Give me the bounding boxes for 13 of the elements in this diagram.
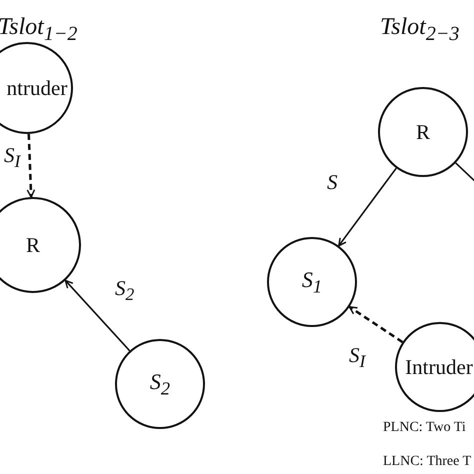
node-label: ntruder bbox=[6, 76, 68, 100]
note-text: LLNC: Three T bbox=[383, 454, 472, 470]
note-text: PLNC: Two Ti bbox=[383, 420, 466, 436]
node-label: R bbox=[26, 232, 40, 258]
arrow bbox=[64, 280, 130, 352]
arrow bbox=[338, 168, 397, 247]
time-slot-title: Tslot$_{2−3}$ bbox=[380, 14, 460, 46]
node-label: S$_{2}$ bbox=[150, 368, 170, 400]
node-label: S$_{1}$ bbox=[302, 266, 322, 298]
node-label: R bbox=[416, 120, 430, 144]
node-label: Intruder bbox=[405, 354, 473, 380]
dashed-arrow bbox=[26, 134, 36, 198]
dashed-arrow bbox=[348, 306, 404, 344]
